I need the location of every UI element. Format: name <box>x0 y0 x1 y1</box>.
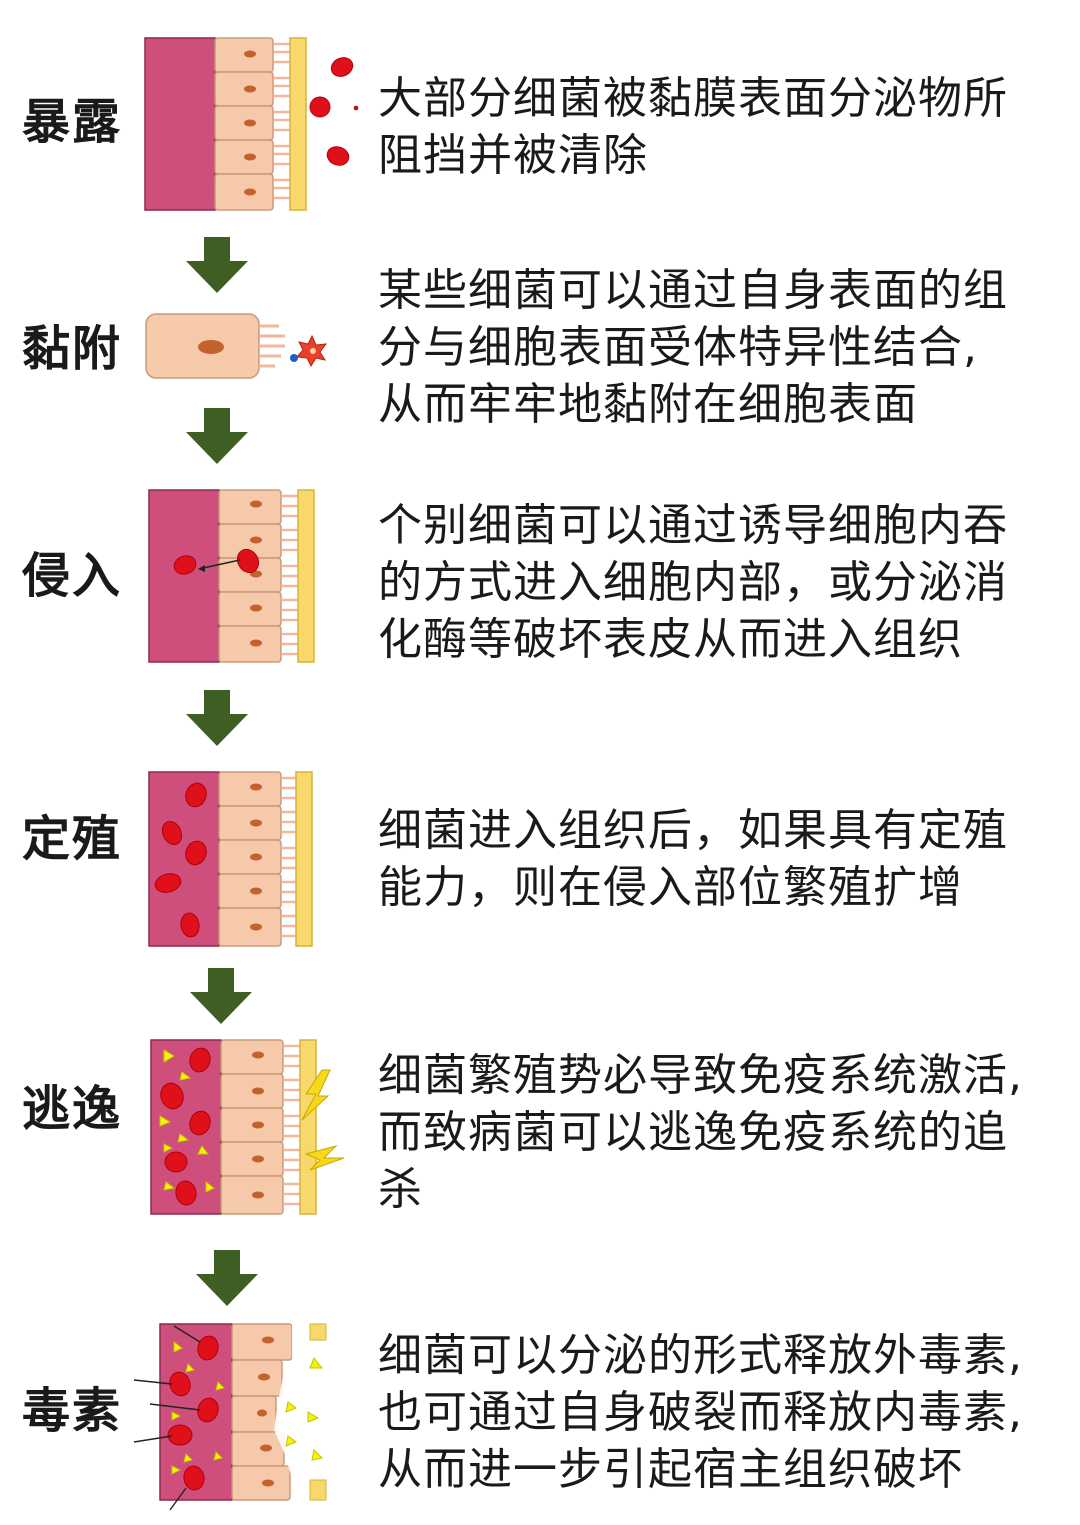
down-arrow-icon <box>186 408 248 464</box>
description-line: 的方式进入细胞内部，或分泌消 <box>378 557 1008 608</box>
description-line: 阻挡并被清除 <box>378 130 648 181</box>
stage-description-colonization: 细菌进入组织后，如果具有定殖 能力，则在侵入部位繁殖扩增 <box>378 802 1068 916</box>
description-line: 细菌繁殖势必导致免疫系统激活, <box>378 1050 1023 1101</box>
stage-label-exposure: 暴露 <box>22 94 123 150</box>
bacteria <box>167 1335 219 1491</box>
stage-illustration-adhesion <box>145 313 328 379</box>
stage-description-exposure: 大部分细菌被黏膜表面分泌物所 阻挡并被清除 <box>378 70 1068 184</box>
bacteria <box>154 782 207 938</box>
lightning-icon <box>304 1145 345 1171</box>
stage-illustration-invasion <box>148 489 315 663</box>
down-arrow-icon <box>190 968 252 1024</box>
stage-illustration-evasion <box>150 1039 345 1215</box>
description-line: 大部分细菌被黏膜表面分泌物所 <box>378 73 1008 124</box>
stage-description-adhesion: 某些细菌可以通过自身表面的组 分与细胞表面受体特异性结合, 从而牢牢地黏附在细胞… <box>378 262 1068 433</box>
description-line: 能力，则在侵入部位繁殖扩增 <box>378 862 963 913</box>
stage-illustration-colonization <box>148 771 313 947</box>
description-line: 个别细菌可以通过诱导细胞内吞 <box>378 500 1008 551</box>
lightning-icon <box>301 1069 331 1121</box>
down-arrow-icon <box>186 237 248 293</box>
stage-label-invasion: 侵入 <box>22 548 123 604</box>
description-line: 而致病菌可以逃逸免疫系统的追 <box>378 1107 1008 1158</box>
stage-label-colonization: 定殖 <box>22 811 123 867</box>
description-line: 化酶等破坏表皮从而进入组织 <box>378 614 963 665</box>
toxin-particles <box>171 1341 324 1475</box>
down-arrow-icon <box>186 690 248 746</box>
description-line: 从而进一步引起宿主组织破坏 <box>378 1444 963 1495</box>
description-line: 杀 <box>378 1164 423 1215</box>
stage-label-toxin: 毒素 <box>22 1383 123 1439</box>
immune-cells <box>159 1049 215 1193</box>
description-line: 某些细菌可以通过自身表面的组 <box>378 265 1008 316</box>
description-line: 也可通过自身破裂而释放内毒素, <box>378 1387 1023 1438</box>
bacteria <box>309 57 359 166</box>
down-arrow-icon <box>196 1250 258 1306</box>
stage-description-toxin: 细菌可以分泌的形式释放外毒素, 也可通过自身破裂而释放内毒素, 从而进一步引起宿… <box>378 1327 1068 1498</box>
description-line: 从而牢牢地黏附在细胞表面 <box>378 379 918 430</box>
stage-description-evasion: 细菌繁殖势必导致免疫系统激活, 而致病菌可以逃逸免疫系统的追 杀 <box>378 1047 1068 1218</box>
description-line: 分与细胞表面受体特异性结合, <box>378 322 978 373</box>
description-line: 细菌进入组织后，如果具有定殖 <box>378 805 1008 856</box>
description-line: 细菌可以分泌的形式释放外毒素, <box>378 1330 1023 1381</box>
stage-label-evasion: 逃逸 <box>22 1081 123 1137</box>
stage-illustration-toxin <box>133 1323 327 1511</box>
stage-label-adhesion: 黏附 <box>22 321 123 377</box>
bacteria <box>160 1047 211 1206</box>
bacteria <box>173 548 260 575</box>
stage-description-invasion: 个别细菌可以通过诱导细胞内吞 的方式进入细胞内部，或分泌消 化酶等破坏表皮从而进… <box>378 497 1068 668</box>
stage-illustration-exposure <box>144 37 359 211</box>
